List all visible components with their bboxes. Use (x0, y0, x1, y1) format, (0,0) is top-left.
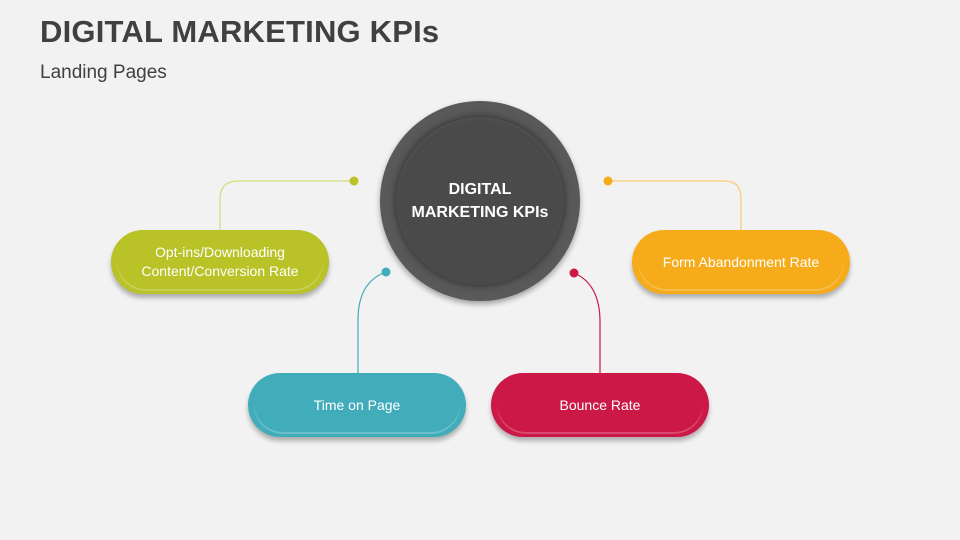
kpi-node-label: Form Abandonment Rate (651, 253, 831, 272)
page-title: DIGITAL MARKETING KPIs (40, 14, 440, 49)
hub-label-line1: DIGITAL (448, 181, 512, 198)
hub-label: DIGITAL MARKETING KPIs (405, 178, 555, 224)
kpi-node-label: Time on Page (302, 396, 413, 415)
connector-dot-optins (349, 176, 359, 186)
connector-time (357, 271, 387, 373)
page-subtitle: Landing Pages (40, 62, 167, 83)
connector-dot-time (381, 267, 391, 277)
connector-dot-form (603, 176, 613, 186)
connector-form (608, 180, 742, 230)
kpi-node-form-abandonment: Form Abandonment Rate (632, 230, 850, 294)
kpi-node-label: Opt-ins/Downloading Content/Conversion R… (129, 243, 310, 281)
kpi-node-label-line1: Form Abandonment Rate (662, 253, 820, 270)
kpi-node-bounce-rate: Bounce Rate (491, 373, 709, 437)
hub-circle: DIGITAL MARKETING KPIs (380, 101, 580, 301)
kpi-node-label-line1: Bounce Rate (559, 396, 641, 413)
kpi-node-optins: Opt-ins/Downloading Content/Conversion R… (111, 230, 329, 294)
connector-optins (219, 180, 354, 230)
kpi-node-label-line1: Time on Page (313, 396, 401, 413)
connector-dot-bounce (569, 268, 579, 278)
kpi-node-time-on-page: Time on Page (248, 373, 466, 437)
connector-bounce (573, 272, 601, 373)
hub-inner-circle: DIGITAL MARKETING KPIs (396, 117, 564, 285)
kpi-node-label: Bounce Rate (548, 396, 653, 415)
kpi-node-label-line1: Opt-ins/Downloading (155, 244, 285, 260)
kpi-node-label-line2: Content/Conversion Rate (141, 263, 299, 279)
hub-label-line2: MARKETING KPIs (411, 204, 549, 221)
